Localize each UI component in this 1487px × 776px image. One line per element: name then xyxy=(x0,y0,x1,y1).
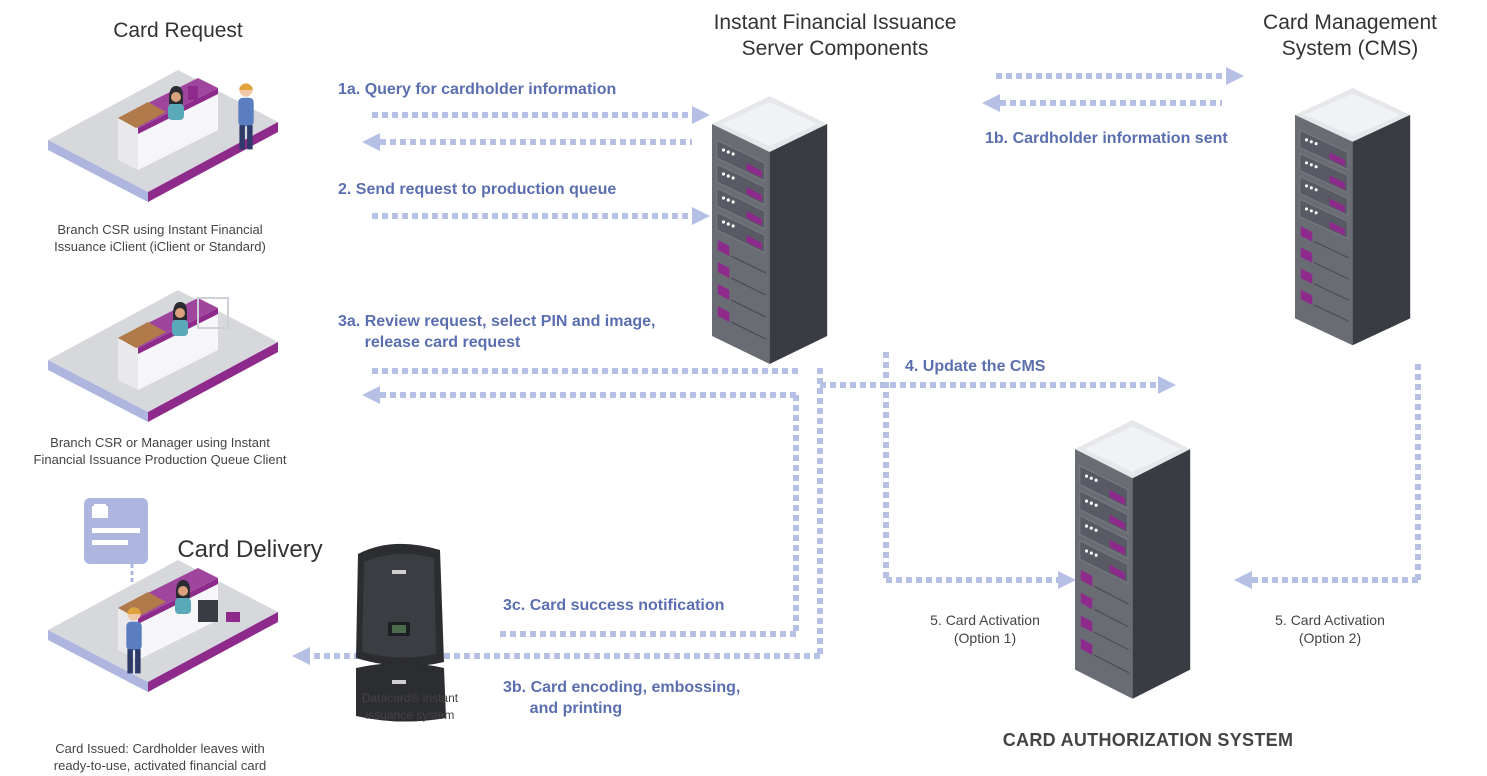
heading-card-request: Card Request xyxy=(113,19,243,42)
flow-label-3a: 3a. Review request, select PIN and image… xyxy=(338,313,656,351)
flow-label-5-option-2: 5. Card Activation (Option 2) xyxy=(1275,612,1385,646)
flow-label-1a: 1a. Query for cardholder information xyxy=(338,81,617,98)
heading-ifi-server: Instant Financial Issuance Server Compon… xyxy=(713,11,957,60)
flow-label-5-option-1: 5. Card Activation (Option 1) xyxy=(930,612,1040,646)
caption-printer: Datacard® instant issuance system xyxy=(361,691,459,722)
arrow-lines xyxy=(310,73,1421,659)
printer-device xyxy=(356,543,446,722)
flow-label-3b: 3b. Card encoding, embossing, and printi… xyxy=(503,679,741,717)
heading-card-delivery: Card Delivery xyxy=(177,536,323,563)
desk-queue xyxy=(48,290,278,422)
flow-label-2: 2. Send request to production queue xyxy=(338,181,617,198)
caption-csr-iclient: Branch CSR using Instant Financial Issua… xyxy=(54,222,266,254)
auth-server xyxy=(1074,419,1191,700)
flow-label-4: 4. Update the CMS xyxy=(905,358,1046,375)
desk-iclient xyxy=(48,70,278,202)
arrow-heads xyxy=(292,67,1252,665)
card-icon xyxy=(84,498,148,582)
cms-server xyxy=(1294,87,1411,346)
desk-delivery xyxy=(48,560,278,692)
heading-cms: Card Management System (CMS) xyxy=(1263,11,1437,60)
flow-label-3c: 3c. Card success notification xyxy=(503,597,725,614)
caption-csr-manager: Branch CSR or Manager using Instant Fina… xyxy=(33,435,287,467)
caption-card-issued: Card Issued: Cardholder leaves with read… xyxy=(53,741,267,773)
flow-label-1b: 1b. Cardholder information sent xyxy=(985,130,1228,147)
heading-card-authorization: CARD AUTHORIZATION SYSTEM xyxy=(1002,730,1294,750)
ifi-server xyxy=(711,95,828,365)
